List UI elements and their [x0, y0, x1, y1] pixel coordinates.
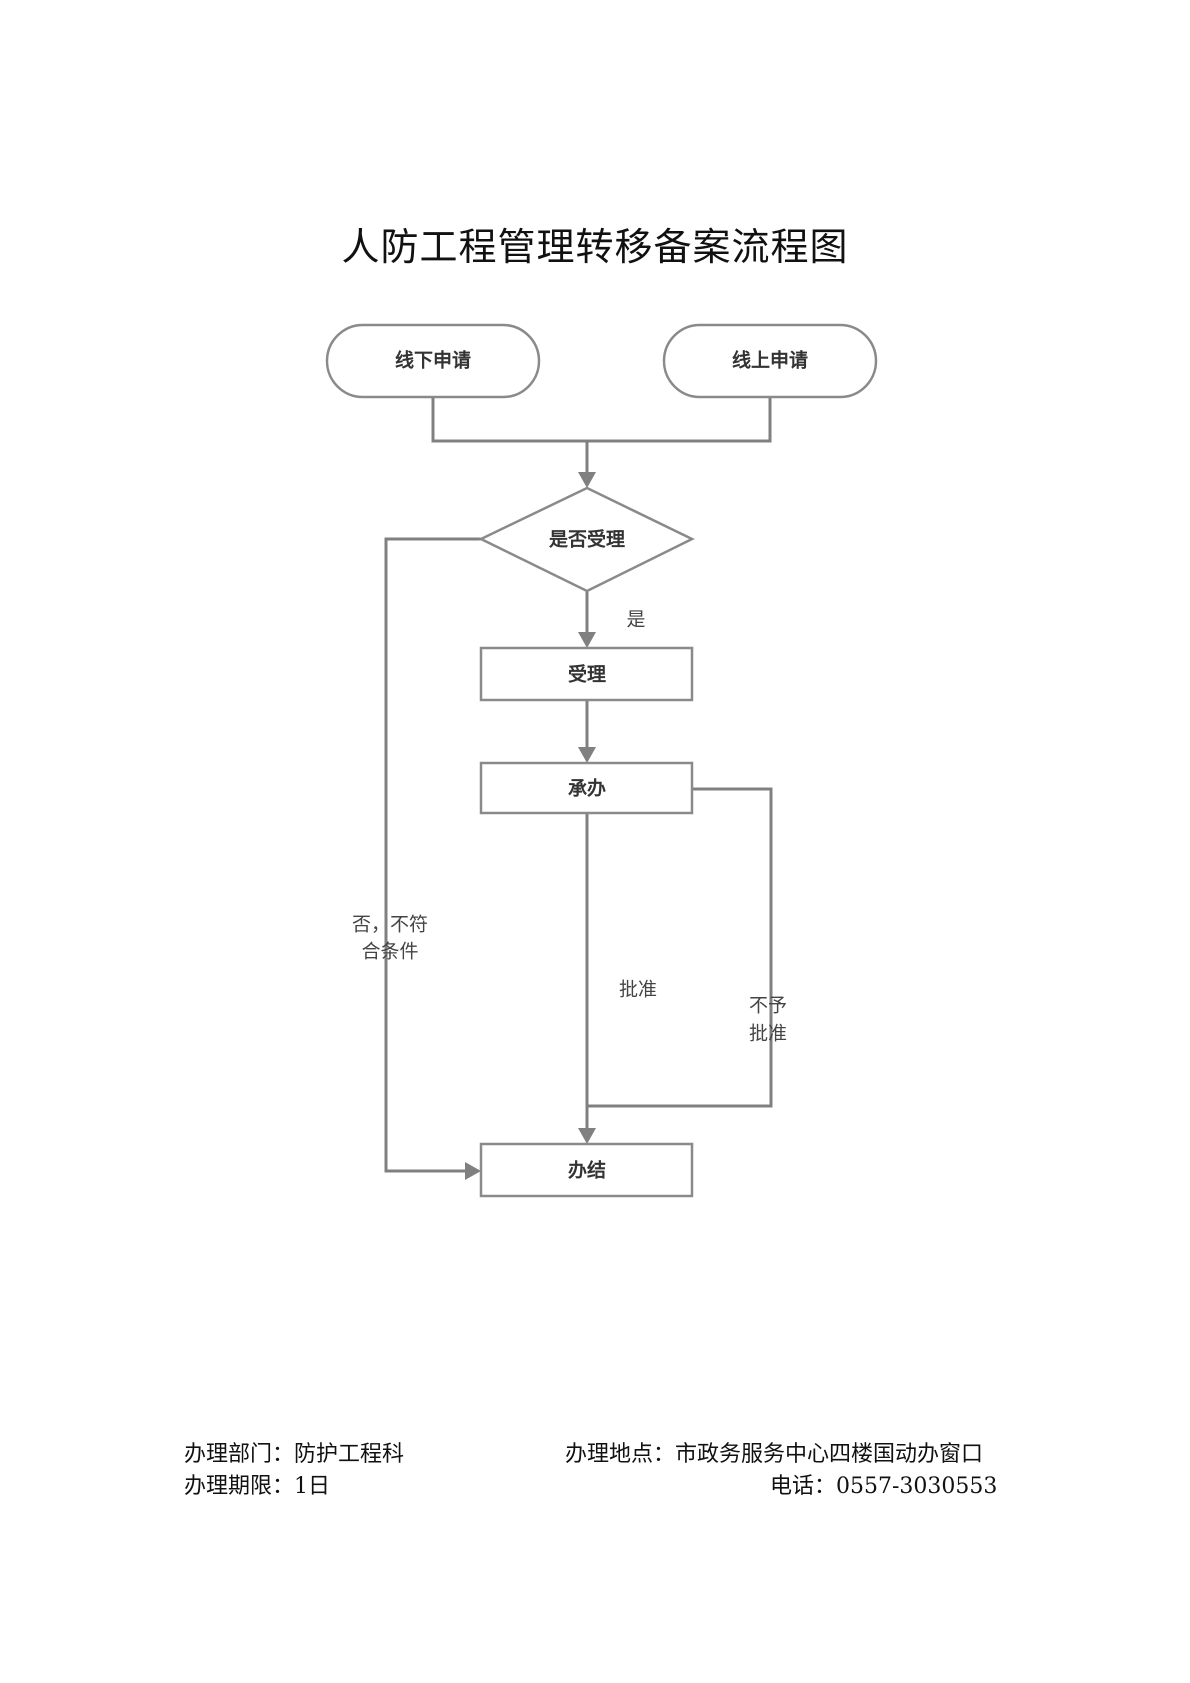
footer-phone: 电话：0557-3030553 — [770, 1474, 998, 1499]
page-title: 人防工程管理转移备案流程图 — [341, 225, 849, 269]
footer-time-limit: 办理期限：1日 — [184, 1474, 330, 1499]
edge-label-reject-1: 不予 — [749, 995, 787, 1017]
node-online-apply — [662, 323, 878, 399]
arrowhead — [465, 1162, 481, 1180]
node-accept-label: 受理 — [568, 663, 606, 686]
node-finish — [479, 1142, 694, 1198]
node-finish-label: 办结 — [568, 1159, 606, 1182]
arrowhead — [578, 747, 596, 763]
connector-online-join — [587, 397, 772, 443]
arrowhead — [578, 632, 596, 648]
connector-offline-join — [431, 397, 587, 443]
edge-label-approve: 批准 — [619, 979, 657, 1001]
arrowhead — [578, 472, 596, 488]
node-offline-apply-label: 线下申请 — [395, 349, 471, 372]
edge-label-yes: 是 — [626, 609, 645, 631]
footer-location: 办理地点：市政务服务中心四楼国动办窗口 — [565, 1442, 984, 1467]
node-accept — [479, 646, 694, 702]
arrowhead — [578, 1128, 596, 1144]
connector-no — [384, 537, 481, 1173]
node-handle-label: 承办 — [568, 777, 606, 800]
node-decision — [478, 486, 695, 593]
node-decision-label: 是否受理 — [549, 528, 625, 551]
node-handle — [479, 761, 694, 815]
footer-department: 办理部门：防护工程科 — [184, 1442, 405, 1467]
edge-label-no-2: 合条件 — [361, 941, 418, 963]
edge-label-no-1: 否，不符 — [352, 914, 428, 936]
node-online-apply-label: 线上申请 — [732, 349, 808, 372]
node-offline-apply — [325, 323, 541, 399]
edge-label-reject-2: 批准 — [749, 1023, 787, 1045]
connector-reject — [587, 787, 773, 1108]
